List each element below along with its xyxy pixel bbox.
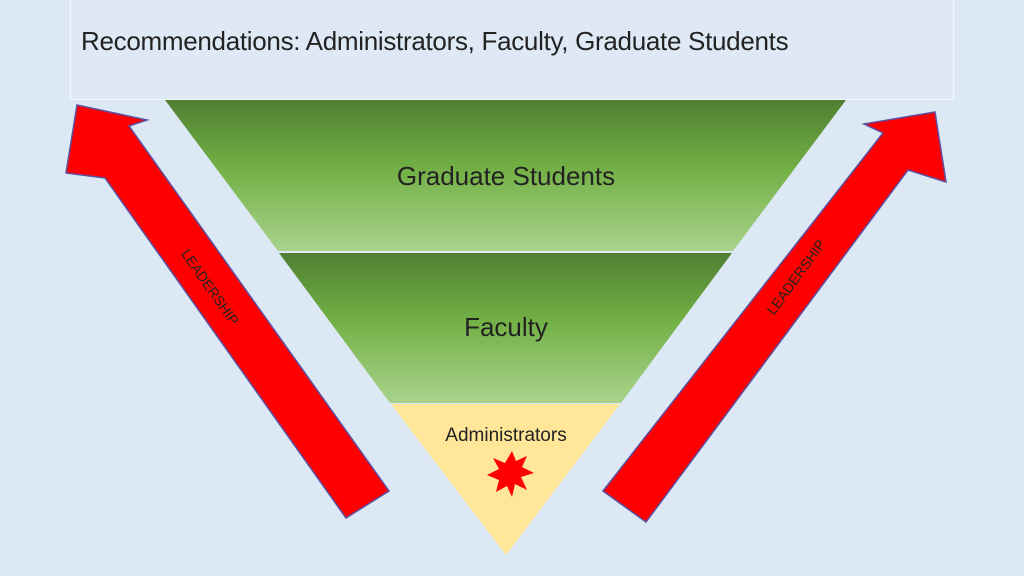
pyramid-tier-middle	[279, 253, 732, 403]
page-title: Recommendations: Administrators, Faculty…	[81, 26, 789, 56]
tier-label-faculty: Faculty	[464, 312, 548, 342]
pyramid-tier-top	[165, 100, 846, 251]
tier-label-graduate-students: Graduate Students	[397, 161, 615, 191]
tier-label-administrators: Administrators	[445, 425, 566, 446]
explosion-burst-icon	[487, 451, 534, 497]
title-box: Recommendations: Administrators, Faculty…	[70, 0, 954, 100]
left-leadership-arrow: LEADERSHIP	[65, 104, 391, 520]
